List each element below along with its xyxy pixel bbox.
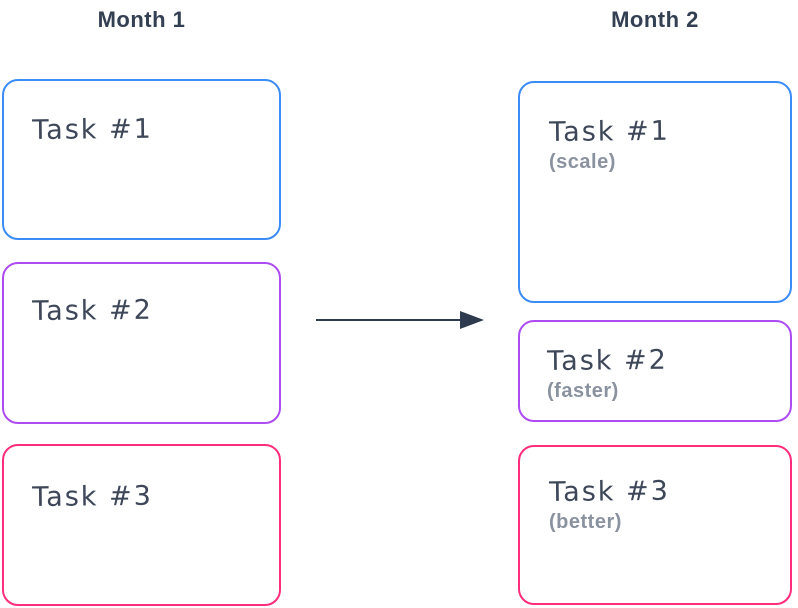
- task-box-month1-task1: Task #1: [2, 79, 281, 240]
- column-title-month-1: Month 1: [97, 7, 186, 32]
- task-label: Task #3: [549, 475, 670, 508]
- task-label: Task #2: [547, 344, 668, 377]
- task-note: (better): [549, 511, 622, 533]
- task-box-month2-task2: Task #2 (faster): [518, 320, 792, 422]
- task-label: Task #1: [32, 113, 153, 146]
- column-title-month-2: Month 2: [611, 7, 699, 32]
- task-box-month2-task3: Task #3 (better): [518, 445, 792, 605]
- task-label: Task #3: [32, 480, 153, 513]
- task-box-month1-task2: Task #2: [2, 262, 281, 424]
- task-box-month1-task3: Task #3: [2, 444, 281, 606]
- task-note: (faster): [547, 380, 619, 402]
- task-label: Task #1: [549, 115, 670, 148]
- right-arrow-icon: [316, 311, 484, 329]
- task-label: Task #2: [32, 294, 153, 327]
- task-note: (scale): [549, 151, 616, 173]
- task-box-month2-task1: Task #1 (scale): [518, 81, 792, 303]
